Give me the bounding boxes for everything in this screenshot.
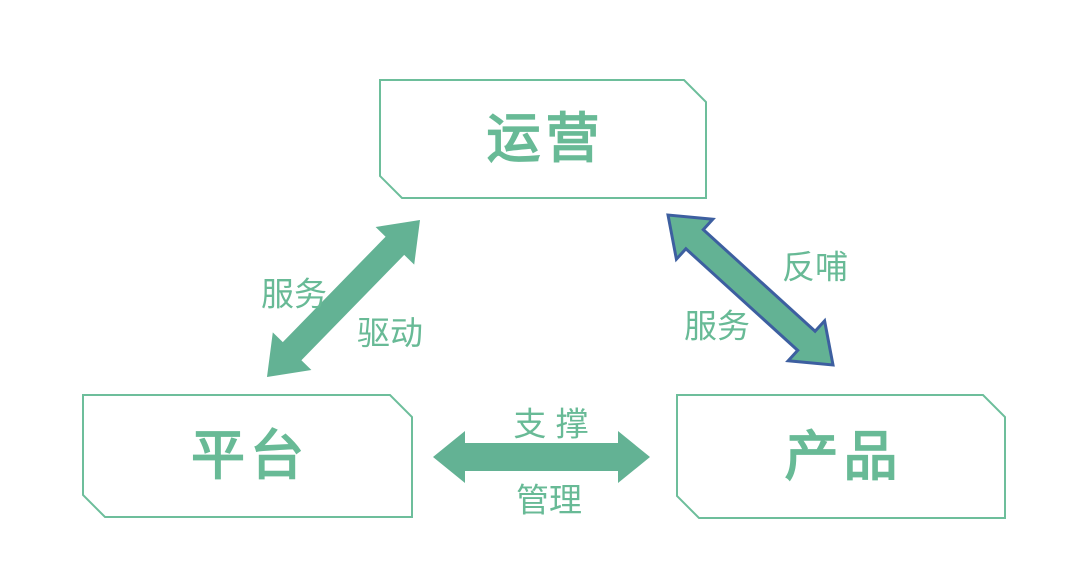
platform-operations-upper-label: 服务: [261, 275, 327, 313]
operations-box-shape: [379, 79, 707, 199]
product-box-shape: [676, 394, 1006, 519]
platform-operations-arrow: [267, 220, 420, 377]
operations-product-lower-label: 服务: [684, 307, 750, 345]
platform-product-arrow: [433, 431, 650, 483]
platform-product-lower-label: 管理: [516, 481, 582, 519]
operations-product-arrow: [666, 213, 835, 367]
platform-operations-lower-label: 驱动: [357, 314, 423, 352]
platform-product-upper-label: 支 撑: [513, 405, 589, 443]
operations-product-upper-label: 反哺: [782, 248, 848, 286]
platform-box-shape: [82, 394, 413, 518]
